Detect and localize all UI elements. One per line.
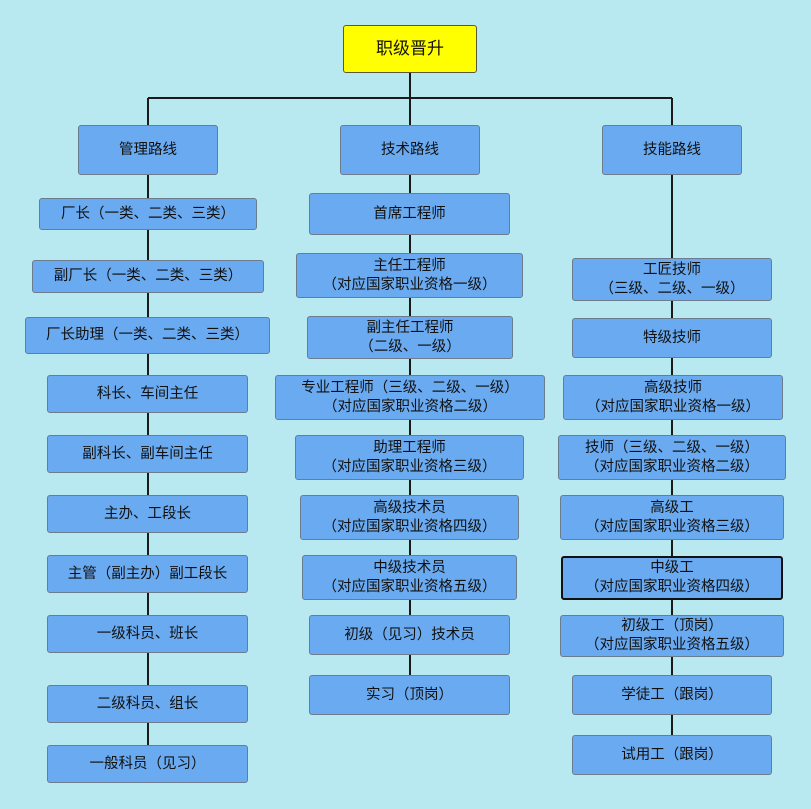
skill-node-line-1: 试用工（跟岗） <box>621 746 723 763</box>
management-node-line-1: 一般科员（见习） <box>89 755 206 772</box>
technical-node-line-1: 初级（见习）技术员 <box>344 626 475 643</box>
technical-node-line-2: （对应国家职业资格二级） <box>323 398 497 415</box>
management-node: 副科长、副车间主任 <box>47 435 248 473</box>
technical-node: 主任工程师 （对应国家职业资格一级） <box>296 253 523 298</box>
technical-node: 高级技术员 （对应国家职业资格四级） <box>300 495 519 540</box>
skill-node-line-1: 工匠技师 <box>643 261 701 278</box>
skill-node-line-1: 中级工 <box>650 560 694 576</box>
technical-node-line-1: 主任工程师 <box>373 257 446 274</box>
skill-node: 试用工（跟岗） <box>572 735 772 775</box>
skill-node-line-2: （对应国家职业资格二级） <box>585 458 759 475</box>
management-node-line-1: 副科长、副车间主任 <box>82 445 213 462</box>
skill-node: 初级工（顶岗） （对应国家职业资格五级） <box>560 615 784 657</box>
technical-node-line-1: 高级技术员 <box>373 499 446 516</box>
skill-node-line-1: 高级技师 <box>644 379 702 396</box>
management-node-line-1: 主办、工段长 <box>104 505 191 522</box>
skill-node: 中级工 （对应国家职业资格四级） <box>561 556 783 600</box>
management-node: 主办、工段长 <box>47 495 248 533</box>
technical-node-line-2: （对应国家职业资格四级） <box>322 518 497 535</box>
management-node-line-1: 主管（副主办）副工段长 <box>67 565 228 582</box>
management-node-line-1: 厂长助理（一类、二类、三类） <box>46 327 249 343</box>
management-node: 科长、车间主任 <box>47 375 248 413</box>
technical-node-line-1: 专业工程师（三级、二级、一级） <box>301 379 519 396</box>
skill-node-line-2: （对应国家职业资格一级） <box>586 398 760 415</box>
management-node-line-1: 科长、车间主任 <box>96 385 199 402</box>
management-node: 副厂长（一类、二类、三类） <box>32 260 264 293</box>
skill-node-line-1: 学徒工（跟岗） <box>621 686 723 703</box>
skill-node: 工匠技师 （三级、二级、一级） <box>572 258 772 301</box>
root-node-line-1: 职级晋升 <box>376 38 444 59</box>
management-node: 主管（副主办）副工段长 <box>47 555 248 593</box>
technical-header-line-1: 技术路线 <box>381 141 439 158</box>
management-node-line-1: 厂长（一类、二类、三类） <box>61 205 235 222</box>
management-node: 厂长助理（一类、二类、三类） <box>25 317 270 354</box>
management-node: 厂长（一类、二类、三类） <box>39 198 257 230</box>
management-node-line-1: 一级科员、班长 <box>96 625 199 642</box>
technical-node: 实习（顶岗） <box>309 675 510 715</box>
management-header-line-1: 管理路线 <box>119 141 177 158</box>
management-node-line-1: 二级科员、组长 <box>96 695 199 712</box>
technical-node-line-2: （对应国家职业资格一级） <box>322 276 497 293</box>
technical-header: 技术路线 <box>340 125 480 175</box>
skill-node-line-2: （三级、二级、一级） <box>599 280 745 297</box>
technical-node: 初级（见习）技术员 <box>309 615 510 655</box>
skill-node: 技师（三级、二级、一级） （对应国家职业资格二级） <box>558 435 786 480</box>
management-header: 管理路线 <box>78 125 218 175</box>
technical-node: 首席工程师 <box>309 193 510 235</box>
skill-node: 学徒工（跟岗） <box>572 675 772 715</box>
management-node: 一般科员（见习） <box>47 745 248 783</box>
skill-header: 技能路线 <box>602 125 742 175</box>
technical-node-line-2: （对应国家职业资格三级） <box>322 458 497 475</box>
technical-node-line-1: 副主任工程师 <box>366 319 454 336</box>
skill-node-line-1: 技师（三级、二级、一级） <box>585 439 759 456</box>
skill-header-line-1: 技能路线 <box>643 141 701 158</box>
technical-node-line-1: 首席工程师 <box>373 205 446 222</box>
technical-node: 副主任工程师 （二级、一级） <box>307 316 513 359</box>
technical-node: 专业工程师（三级、二级、一级） （对应国家职业资格二级） <box>275 375 545 420</box>
root-node: 职级晋升 <box>343 25 477 73</box>
skill-node-line-2: （对应国家职业资格三级） <box>585 518 759 535</box>
management-node: 二级科员、组长 <box>47 685 248 723</box>
skill-node-line-2: （对应国家职业资格五级） <box>585 637 759 653</box>
technical-node-line-1: 助理工程师 <box>373 439 446 456</box>
skill-node: 高级技师 （对应国家职业资格一级） <box>563 375 783 420</box>
skill-node: 特级技师 <box>572 318 772 358</box>
technical-node: 助理工程师 （对应国家职业资格三级） <box>295 435 524 480</box>
skill-node-line-1: 初级工（顶岗） <box>621 618 723 634</box>
technical-node-line-1: 中级技术员 <box>373 559 446 576</box>
skill-node: 高级工 （对应国家职业资格三级） <box>560 495 784 540</box>
technical-node-line-2: （对应国家职业资格五级） <box>322 578 497 595</box>
technical-node: 中级技术员 （对应国家职业资格五级） <box>302 555 517 600</box>
management-node-line-1: 副厂长（一类、二类、三类） <box>53 268 243 284</box>
skill-node-line-1: 特级技师 <box>643 329 701 346</box>
technical-node-line-1: 实习（顶岗） <box>366 686 453 703</box>
technical-node-line-2: （二级、一级） <box>359 338 461 355</box>
skill-node-line-2: （对应国家职业资格四级） <box>585 579 759 595</box>
skill-node-line-1: 高级工 <box>650 499 694 516</box>
management-node: 一级科员、班长 <box>47 615 248 653</box>
